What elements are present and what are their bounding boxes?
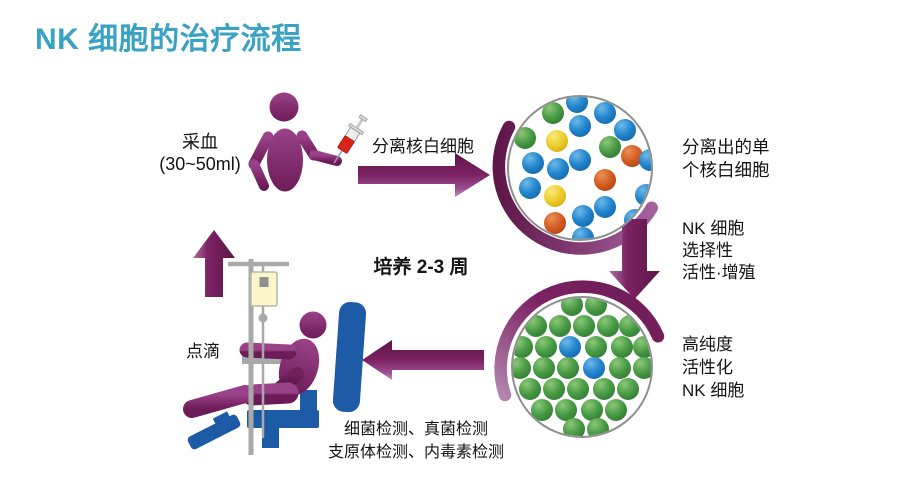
cell-g (567, 378, 589, 400)
cell-g (555, 399, 577, 421)
patient-icon (183, 311, 327, 418)
cell-b (559, 336, 581, 358)
cell-g (619, 315, 641, 337)
cell-o (544, 212, 566, 234)
cell-g (597, 315, 619, 337)
cell-b (547, 158, 569, 180)
syringe-icon (333, 114, 368, 164)
petri-dish-nk-cells (511, 296, 653, 438)
arrow-left-icon (362, 340, 484, 380)
cell-g (549, 315, 571, 337)
cell-g (563, 418, 585, 436)
treatment-chair-icon (187, 301, 367, 450)
dish2-arc-swoosh-icon (494, 280, 665, 402)
cell-g (617, 378, 639, 400)
cell-b (614, 119, 636, 141)
cell-g (609, 357, 631, 379)
cell-g (605, 399, 627, 421)
cell-o (621, 145, 643, 167)
label-separated-mononuclear: 分离出的单 个核白细胞 (682, 137, 770, 180)
cell-b (639, 149, 651, 171)
cell-g (599, 136, 621, 158)
cell-g (581, 399, 603, 421)
cell-g (587, 418, 609, 436)
standing-person-icon (248, 92, 342, 247)
label-draw-blood: 采血 (30~50ml) (159, 132, 241, 174)
cell-g (633, 336, 651, 358)
cell-g (514, 127, 536, 149)
label-drip: 点滴 (186, 342, 220, 361)
cell-b (572, 205, 594, 227)
cell-b (583, 357, 605, 379)
label-nk-selection: NK 细胞 选择性 活性·增殖 (682, 219, 756, 282)
cell-b (566, 97, 588, 113)
cell-g (543, 378, 565, 400)
cell-o (594, 169, 616, 191)
cell-g (585, 298, 607, 316)
arrow-up-icon (193, 230, 235, 297)
cell-b (569, 115, 591, 137)
cell-g (531, 399, 553, 421)
petri-dish-mixed-cells (507, 95, 653, 241)
cell-y (546, 130, 568, 152)
cell-b (594, 196, 616, 218)
label-quality-tests: 细菌检测、真菌检测 支原体检测、内毒素检测 (327, 421, 504, 461)
cell-g (533, 357, 555, 379)
cell-g (611, 336, 633, 358)
cell-g (535, 336, 557, 358)
cell-g (525, 315, 547, 337)
cell-g (557, 357, 579, 379)
arrow-down-icon (609, 219, 660, 299)
cell-b (635, 184, 651, 206)
label-high-purity-nk: 高纯度 活性化 NK 细胞 (682, 335, 745, 400)
cell-g (561, 298, 583, 316)
cell-g (513, 336, 533, 358)
label-culture-weeks: 培养 2-3 周 (373, 257, 469, 278)
cell-b (519, 177, 541, 199)
cell-b (572, 227, 594, 239)
cell-y (544, 185, 566, 207)
cell-g (513, 357, 531, 379)
page-title: NK 细胞的治疗流程 (35, 23, 302, 56)
arrow-right-icon (358, 153, 490, 197)
cell-g (585, 336, 607, 358)
cell-g (593, 378, 615, 400)
cell-b (594, 102, 616, 124)
cell-g (573, 315, 595, 337)
label-separate-cells: 分离核白细胞 (372, 137, 474, 156)
cell-g (542, 102, 564, 124)
cell-b (569, 149, 591, 171)
cell-b (522, 152, 544, 174)
cell-b (624, 209, 646, 231)
iv-drip-stand-icon (228, 259, 289, 455)
cell-g (519, 378, 541, 400)
cell-g (633, 357, 651, 379)
